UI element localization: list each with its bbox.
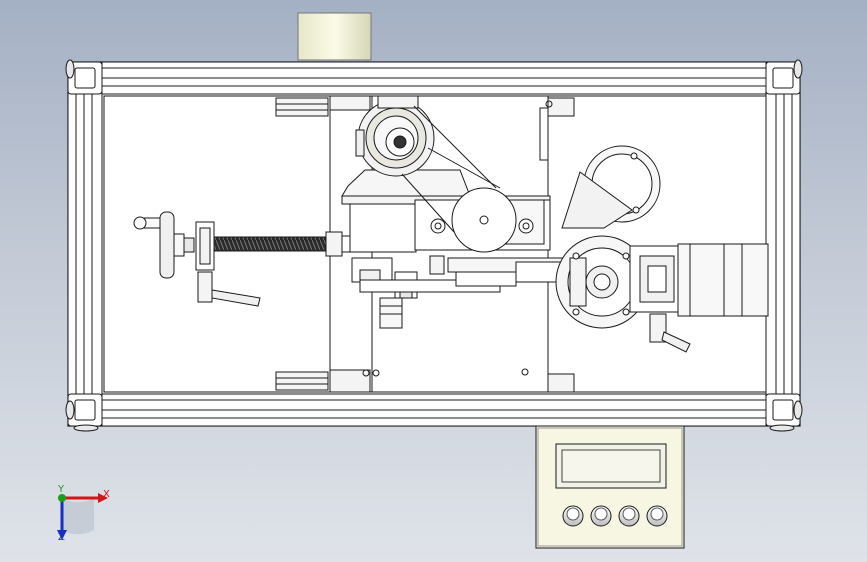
control-panel (535, 425, 685, 549)
hand-wheel-assembly (133, 211, 353, 307)
rotary-motor-unit (555, 235, 769, 353)
feet (65, 59, 803, 432)
slide-base-plate (275, 95, 575, 393)
lcd-display (555, 443, 667, 489)
button-3[interactable] (618, 505, 640, 527)
corner-brackets (67, 61, 801, 427)
y-axis-label: Y (57, 484, 65, 495)
top-cylinder (297, 12, 372, 61)
x-axis-label: X (103, 489, 110, 500)
gear-pulley-drive (355, 95, 517, 253)
z-axis-label: Z (58, 532, 65, 543)
button-1[interactable] (562, 505, 584, 527)
drive-guard (561, 145, 661, 229)
button-row (562, 505, 668, 527)
button-4[interactable] (646, 505, 668, 527)
button-2[interactable] (590, 505, 612, 527)
axis-triad: X Y Z (57, 484, 110, 543)
